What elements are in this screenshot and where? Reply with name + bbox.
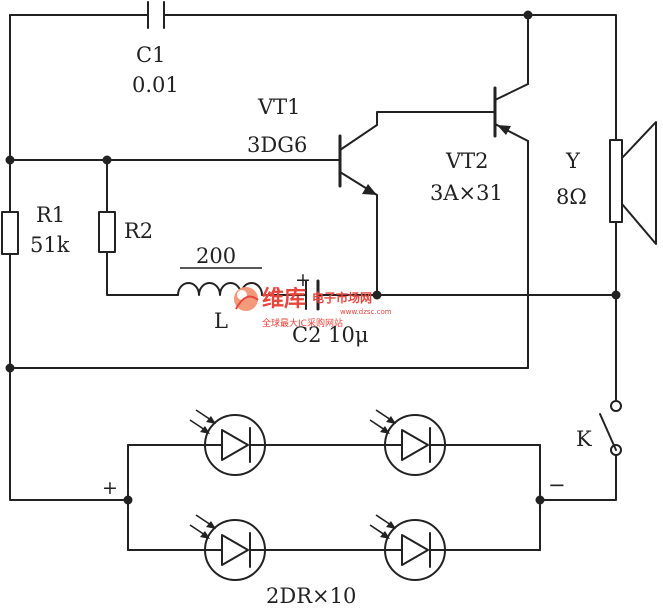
c1-name-label: C1 bbox=[136, 43, 165, 67]
vt1-name-label: VT1 bbox=[257, 95, 301, 119]
vt1-value-label: 3DG6 bbox=[247, 133, 307, 157]
c1-value-label: 0.01 bbox=[132, 73, 179, 97]
r1-name-label: R1 bbox=[36, 203, 65, 227]
r1-value-label: 51k bbox=[30, 233, 70, 257]
wires bbox=[9, 14, 617, 551]
led-bottom-left bbox=[189, 514, 266, 581]
inductor-value-label: 200 bbox=[196, 244, 236, 268]
transistor-vt1 bbox=[338, 124, 378, 196]
led-bottom-right bbox=[369, 514, 446, 581]
switch-k bbox=[599, 400, 622, 456]
vt2-value-label: 3A×31 bbox=[430, 181, 503, 205]
minus-sign-label: − bbox=[548, 473, 566, 497]
watermark-url: www.dzsc.com bbox=[340, 308, 392, 316]
speaker-y bbox=[609, 121, 657, 245]
speaker-name-label: Y bbox=[565, 149, 581, 173]
led-array-label: 2DR×10 bbox=[266, 584, 356, 608]
watermark-logo-icon bbox=[234, 287, 259, 311]
junction-dots bbox=[5, 10, 621, 505]
resistor-r2 bbox=[98, 211, 116, 253]
c2-polarity-label: + bbox=[295, 269, 311, 291]
led-series-dashes bbox=[265, 444, 385, 551]
watermark-brand: 维库 bbox=[262, 286, 306, 312]
inductor-l bbox=[177, 267, 263, 296]
switch-name-label: K bbox=[576, 427, 592, 451]
r2-name-label: R2 bbox=[124, 219, 153, 243]
led-top-left bbox=[189, 409, 266, 476]
speaker-value-label: 8Ω bbox=[556, 185, 587, 209]
watermark-slogan: 全球最大IC采购网站 bbox=[262, 317, 343, 329]
watermark: 维库 电子市场网 www.dzsc.com 全球最大IC采购网站 bbox=[234, 286, 392, 329]
plus-sign-label: + bbox=[102, 477, 118, 499]
inductor-name-label: L bbox=[214, 309, 228, 333]
capacitor-c1 bbox=[147, 1, 165, 29]
resistor-r1 bbox=[1, 211, 19, 255]
led-top-right bbox=[369, 409, 446, 476]
vt2-name-label: VT2 bbox=[445, 149, 489, 173]
capacitor-c2 bbox=[305, 279, 320, 311]
watermark-site-name: 电子市场网 bbox=[312, 290, 372, 305]
transistor-vt2 bbox=[493, 83, 529, 142]
c2-label: C2 10μ bbox=[292, 323, 368, 347]
